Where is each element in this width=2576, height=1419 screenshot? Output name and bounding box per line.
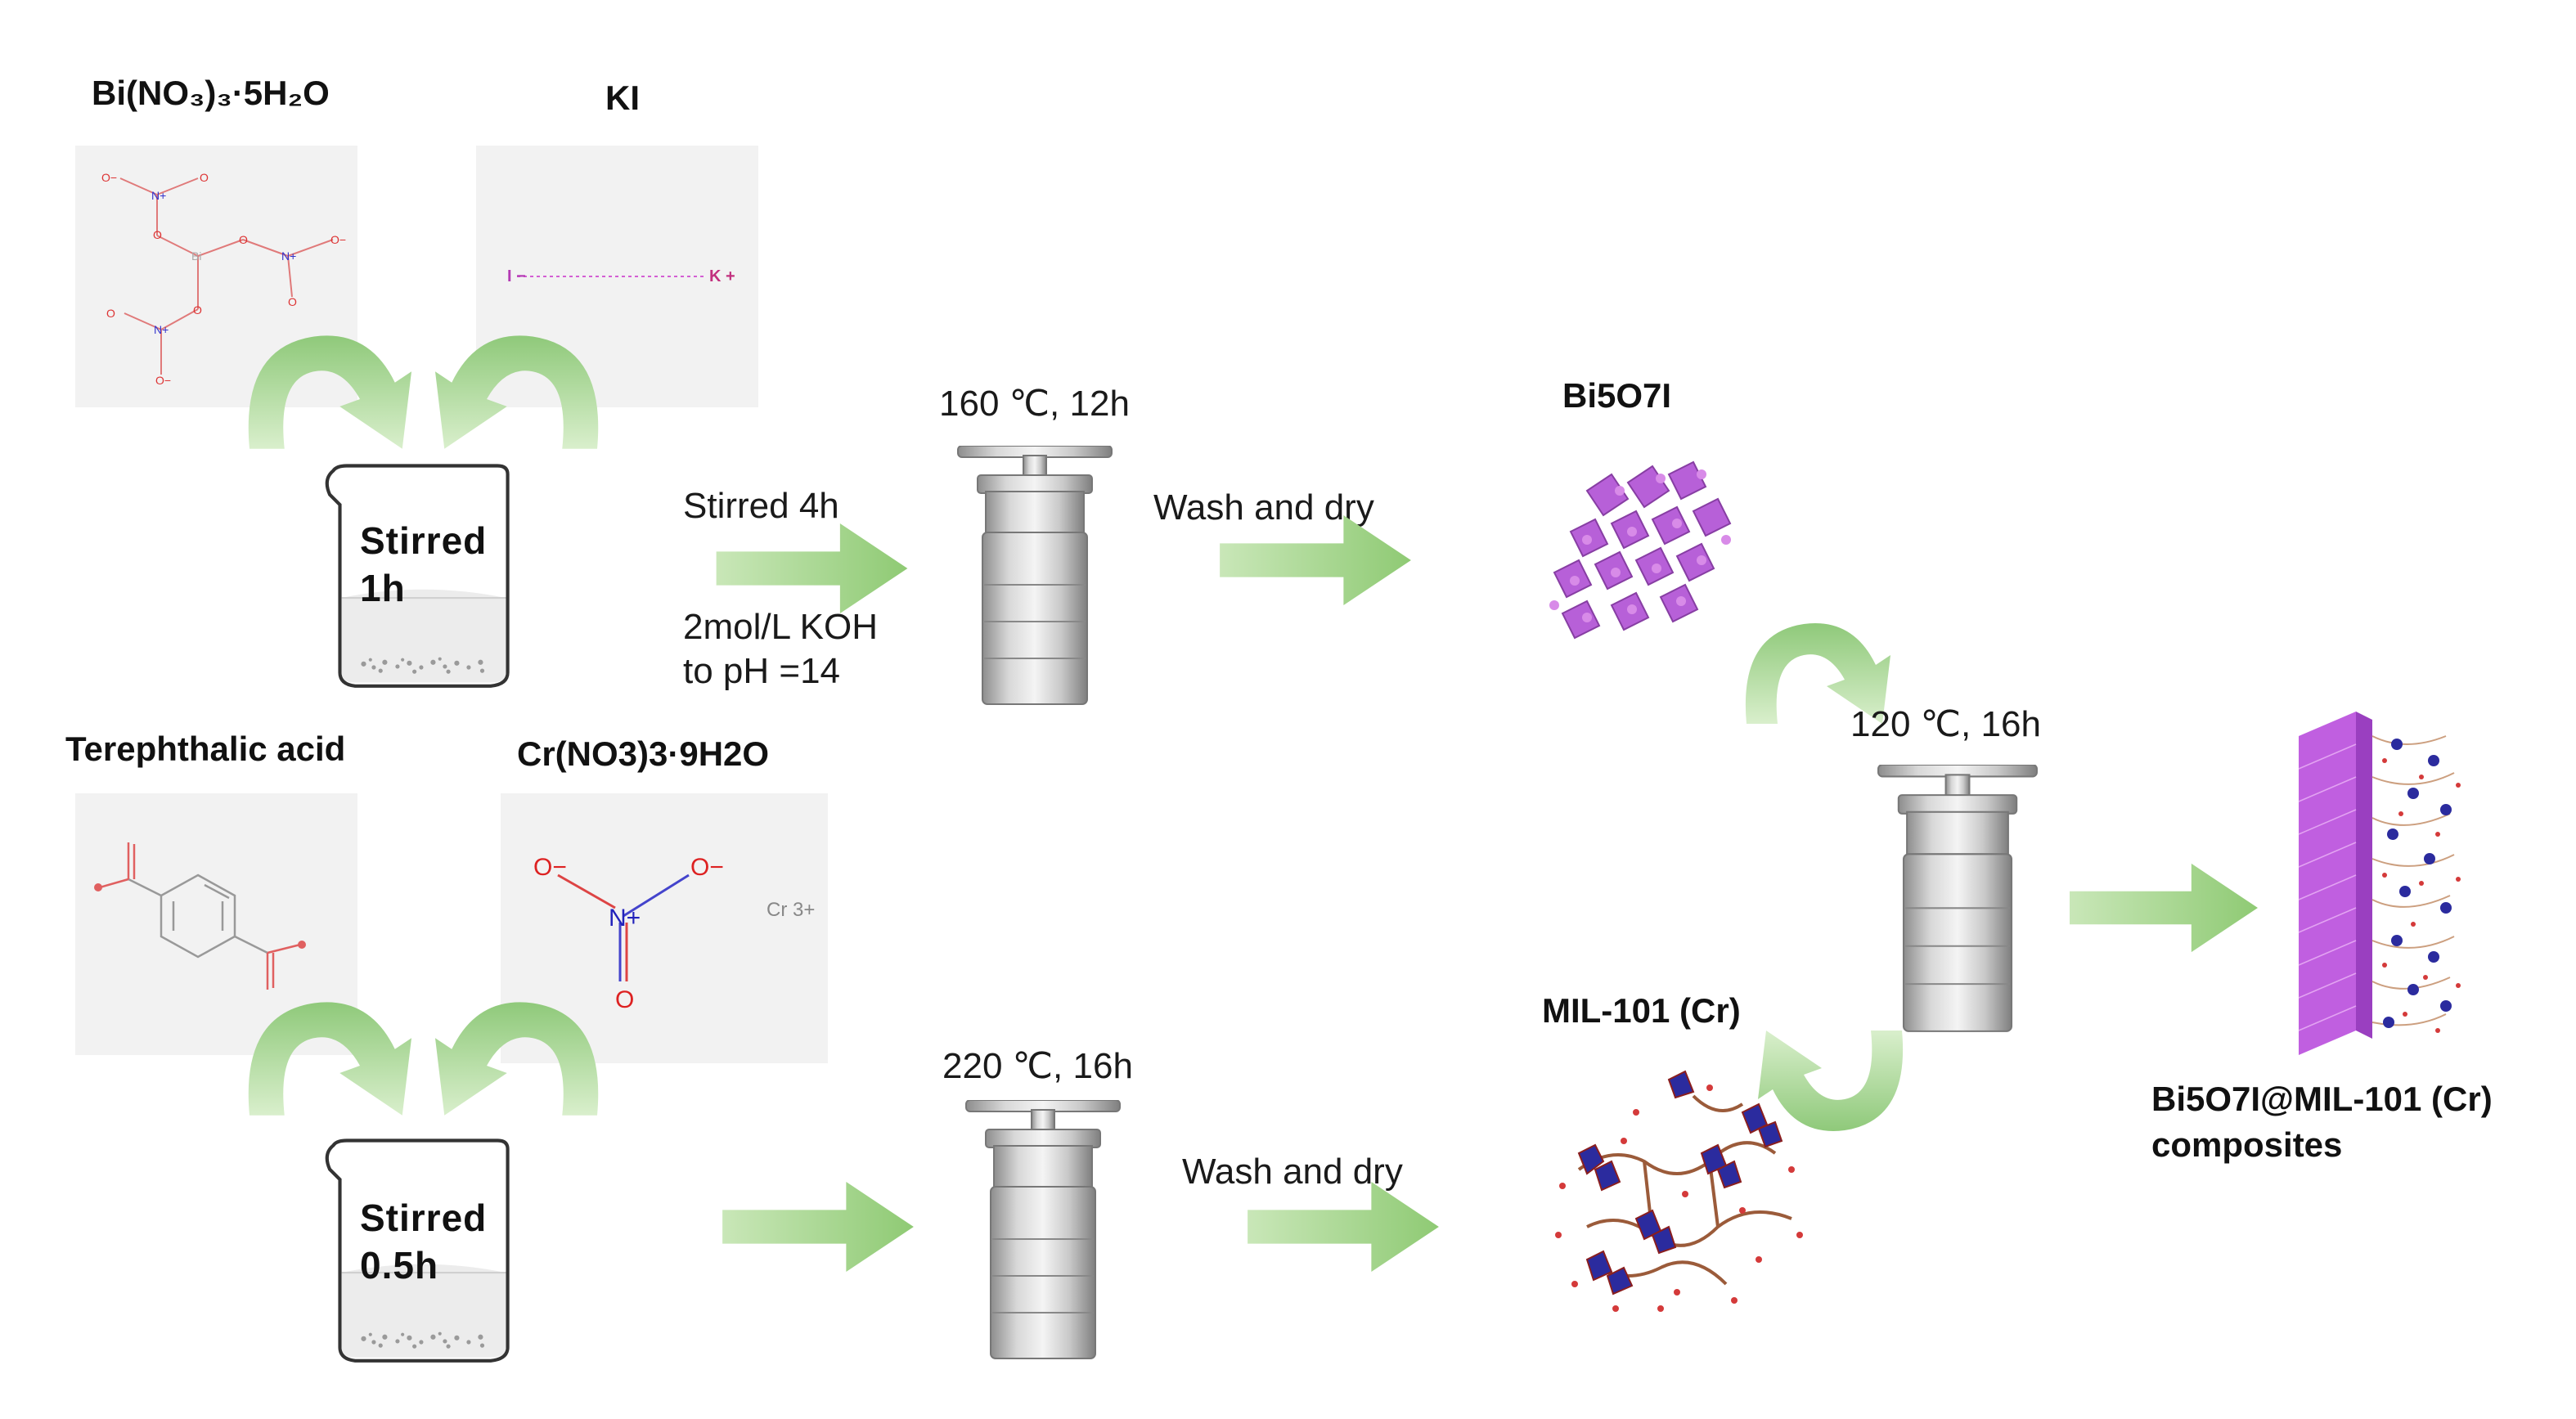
arrow-final [2070, 863, 2258, 953]
stirred-4h-label: Stirred 4h [683, 486, 839, 526]
cr-atom-n-plus: N+ [609, 905, 641, 932]
atom-o-minus-1: O− [101, 171, 117, 184]
ki-structure: I − K + [507, 267, 735, 285]
cr-atom-o-minus-1: O− [533, 854, 567, 881]
atom-n-plus-2: N+ [281, 249, 296, 263]
autoclave-top-condition: 160 ℃, 12h [939, 384, 1130, 424]
beaker-top-label: Stirred 1h [360, 517, 487, 612]
autoclave-bottom-condition: 220 ℃, 16h [942, 1046, 1133, 1086]
bi-nitrate-structure: O− N+ O O Bi O N+ O− O O N+ O O− [101, 171, 346, 387]
cr-atom-o-minus-2: O− [690, 854, 724, 881]
atom-o-4: O [288, 295, 297, 308]
cr-nitrate-structure: O− N+ O− O Cr 3+ [533, 854, 815, 1013]
wash-dry-bottom-label: Wash and dry [1182, 1152, 1403, 1192]
arrow-top-1 [716, 523, 908, 613]
arrow-top-2 [1220, 515, 1411, 605]
curve-arrow-mil101-to-autoclave [1758, 1031, 1904, 1131]
curve-arrow-left-top [248, 335, 411, 449]
i-ion: I − [507, 267, 526, 285]
atom-o-5: O [193, 303, 202, 317]
autoclave-top-icon [957, 446, 1113, 705]
atom-o-3: O [239, 233, 248, 246]
composite-label-line2: composites [2151, 1125, 2343, 1164]
terephthalic-label: Terephthalic acid [65, 730, 346, 768]
atom-o-6: O [106, 307, 115, 320]
beaker-bottom-line1: Stirred [360, 1197, 488, 1239]
ki-label: KI [605, 79, 640, 117]
autoclave-final-icon [1877, 765, 2038, 1032]
beaker-top-line1: Stirred [360, 519, 488, 562]
curve-arrow-right-bottom [435, 1002, 599, 1116]
composite-structure-icon [2298, 712, 2461, 1055]
atom-n-plus-1: N+ [151, 189, 166, 202]
atom-bi: Bi [191, 249, 201, 263]
atom-o-minus-2: O− [330, 233, 346, 246]
bi-nitrate-label: Bi(NO₃)₃·5H₂O [92, 74, 330, 112]
bi5o7i-crystal-icon [1549, 460, 1732, 640]
bi-nitrate-structure-panel: O− N+ O O Bi O N+ O− O O N+ O O− [75, 146, 357, 407]
autoclave-final-condition: 120 ℃, 16h [1850, 704, 2041, 744]
curve-arrow-left-bottom [248, 1002, 411, 1116]
koh-line1: 2mol/L KOH [683, 607, 879, 647]
mil101-label: MIL-101 (Cr) [1542, 991, 1741, 1030]
atom-o-1: O [200, 171, 209, 184]
wash-dry-top-label: Wash and dry [1153, 487, 1374, 528]
autoclave-bottom-icon [965, 1100, 1121, 1359]
atom-n-plus-3: N+ [154, 323, 169, 336]
koh-line2: to pH =14 [683, 651, 841, 691]
composite-label-line1: Bi5O7I@MIL-101 (Cr) [2151, 1080, 2493, 1118]
beaker-bottom-label: Stirred 0.5h [360, 1194, 487, 1289]
beaker-top-line2: 1h [360, 567, 406, 609]
cr-ion: Cr 3+ [767, 899, 815, 921]
cr-atom-o: O [615, 986, 634, 1013]
cr-nitrate-label: Cr(NO3)3·9H2O [517, 734, 770, 773]
curve-arrow-right-top [435, 335, 599, 449]
terephthalic-structure [94, 842, 306, 990]
arrow-bottom-1 [722, 1182, 914, 1272]
arrow-bottom-2 [1248, 1182, 1439, 1272]
atom-o-minus-3: O− [155, 374, 171, 387]
atom-o-2: O [153, 228, 162, 241]
bi5o7i-label: Bi5O7I [1562, 376, 1672, 415]
mil101-structure-icon [1555, 1070, 1803, 1312]
k-ion: K + [709, 267, 735, 285]
beaker-bottom-line2: 0.5h [360, 1244, 439, 1287]
